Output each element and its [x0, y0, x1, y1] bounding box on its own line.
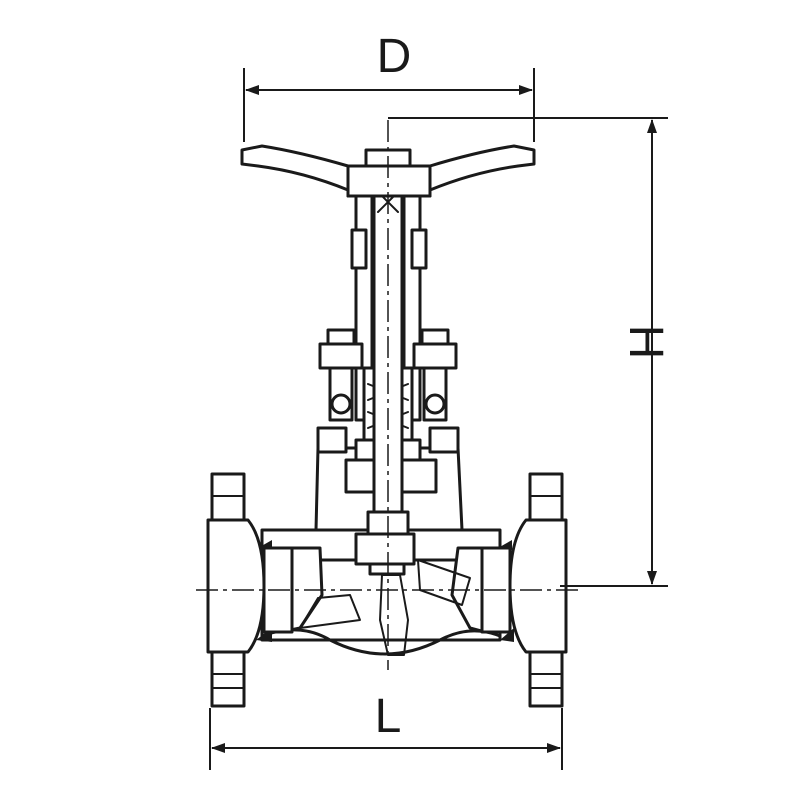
dimension-h: H — [388, 117, 672, 587]
right-flange — [480, 472, 568, 708]
dimension-h-label: H — [619, 325, 672, 360]
dimension-d: D — [243, 30, 535, 142]
left-flange — [206, 472, 294, 708]
dimension-l: L — [209, 690, 563, 770]
center-lines — [196, 120, 582, 670]
handwheel — [240, 144, 536, 198]
dimension-l-label: L — [375, 690, 402, 743]
dimension-d-label: D — [377, 30, 412, 83]
